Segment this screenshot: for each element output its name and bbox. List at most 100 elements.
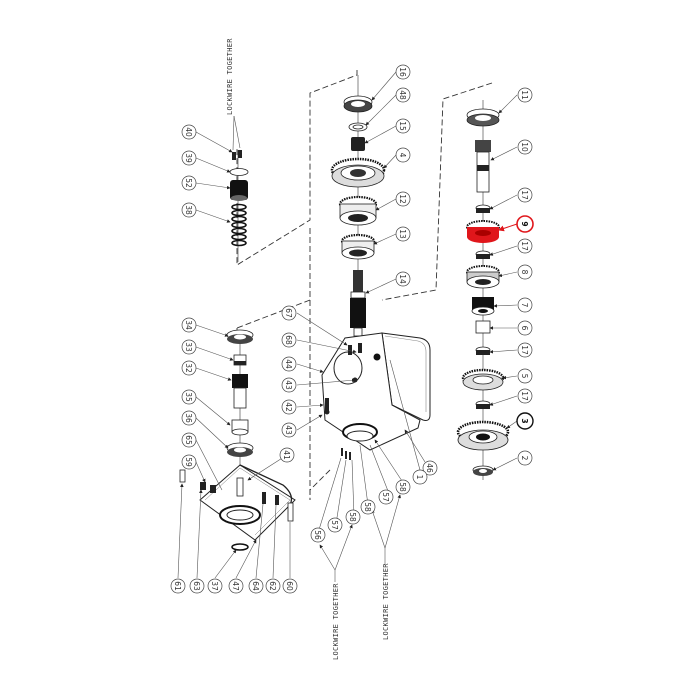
callout-42[interactable]: 42 [281, 399, 297, 415]
callout-63[interactable]: 63 [189, 578, 205, 594]
callout-5[interactable]: 5 [517, 368, 533, 384]
svg-text:39: 39 [184, 153, 193, 163]
callout-52[interactable]: 52 [181, 175, 197, 191]
svg-text:33: 33 [184, 342, 193, 352]
svg-text:7: 7 [520, 303, 529, 308]
svg-text:57: 57 [330, 520, 339, 530]
svg-text:52: 52 [184, 178, 193, 188]
callout-46[interactable]: 46 [422, 460, 438, 476]
callout-57-b[interactable]: 57 [327, 517, 343, 533]
callout-7[interactable]: 7 [517, 297, 533, 313]
callout-2[interactable]: 2 [517, 450, 533, 466]
svg-text:5: 5 [520, 374, 529, 379]
svg-text:67: 67 [284, 308, 293, 318]
callout-68[interactable]: 68 [281, 332, 297, 348]
svg-text:47: 47 [231, 581, 240, 591]
svg-text:17: 17 [520, 241, 529, 251]
gearbox-housing [321, 332, 431, 460]
right-shaft-assembly [456, 100, 510, 480]
svg-text:64: 64 [251, 581, 260, 591]
callout-48[interactable]: 48 [395, 87, 411, 103]
callout-17-d[interactable]: 17 [517, 388, 533, 404]
svg-text:48: 48 [398, 90, 407, 100]
callout-44[interactable]: 44 [281, 356, 297, 372]
top-left-cluster: LOCKWIRE TOGETHER [226, 38, 249, 262]
svg-text:37: 37 [210, 581, 219, 591]
svg-text:14: 14 [398, 274, 407, 284]
callout-38[interactable]: 38 [181, 202, 197, 218]
callout-8[interactable]: 8 [517, 264, 533, 280]
svg-text:68: 68 [284, 335, 293, 345]
callout-43-a[interactable]: 43 [281, 377, 297, 393]
callouts: 40 39 52 38 16 48 15 4 12 13 14 11 10 17… [170, 64, 534, 594]
svg-text:60: 60 [285, 581, 294, 591]
callout-32[interactable]: 32 [181, 360, 197, 376]
callout-35[interactable]: 35 [181, 389, 197, 405]
callout-36[interactable]: 36 [181, 410, 197, 426]
callout-41[interactable]: 41 [279, 447, 295, 463]
svg-text:1: 1 [415, 475, 424, 480]
svg-text:13: 13 [398, 229, 407, 239]
callout-1[interactable]: 1 [412, 469, 428, 485]
svg-text:10: 10 [520, 142, 529, 152]
callout-43-b[interactable]: 43 [281, 422, 297, 438]
callout-3-bold[interactable]: 3 [516, 412, 534, 430]
lockwire-note-top: LOCKWIRE TOGETHER [226, 38, 234, 115]
svg-text:61: 61 [173, 581, 182, 591]
callout-4[interactable]: 4 [395, 147, 411, 163]
callout-58-b[interactable]: 58 [360, 499, 376, 515]
svg-text:58: 58 [348, 512, 357, 522]
callout-61[interactable]: 61 [170, 578, 186, 594]
callout-10[interactable]: 10 [517, 139, 533, 155]
svg-text:38: 38 [184, 205, 193, 215]
svg-text:17: 17 [520, 190, 529, 200]
callout-15[interactable]: 15 [395, 118, 411, 134]
callout-33[interactable]: 33 [181, 339, 197, 355]
callout-6[interactable]: 6 [517, 320, 533, 336]
svg-text:43: 43 [284, 425, 293, 435]
callout-58-a[interactable]: 58 [395, 479, 411, 495]
callout-57-a[interactable]: 57 [378, 489, 394, 505]
svg-text:63: 63 [192, 581, 201, 591]
svg-text:42: 42 [284, 402, 293, 412]
callout-37[interactable]: 37 [207, 578, 223, 594]
svg-text:41: 41 [282, 450, 291, 460]
lockwire-note-bottom-2: LOCKWIRE TOGETHER [382, 563, 390, 640]
callout-13[interactable]: 13 [395, 226, 411, 242]
callout-17-a[interactable]: 17 [517, 187, 533, 203]
svg-text:8: 8 [520, 270, 529, 275]
callout-9-highlighted[interactable]: 9 [516, 215, 534, 233]
center-shaft-assembly [330, 75, 386, 337]
callout-11[interactable]: 11 [517, 87, 533, 103]
callout-12[interactable]: 12 [395, 191, 411, 207]
svg-text:56: 56 [313, 530, 322, 540]
svg-text:58: 58 [363, 502, 372, 512]
leader-lines [177, 71, 518, 582]
callout-67[interactable]: 67 [281, 305, 297, 321]
svg-text:16: 16 [398, 67, 407, 77]
callout-64[interactable]: 64 [248, 578, 264, 594]
svg-text:46: 46 [425, 463, 434, 473]
callout-16[interactable]: 16 [395, 64, 411, 80]
callout-17-b[interactable]: 17 [517, 238, 533, 254]
callout-47[interactable]: 47 [228, 578, 244, 594]
callout-34[interactable]: 34 [181, 317, 197, 333]
svg-text:4: 4 [398, 153, 407, 158]
svg-text:40: 40 [184, 127, 193, 137]
svg-text:57: 57 [381, 492, 390, 502]
assembly-lines [236, 70, 493, 500]
callout-59[interactable]: 59 [181, 454, 197, 470]
callout-39[interactable]: 39 [181, 150, 197, 166]
callout-40[interactable]: 40 [181, 124, 197, 140]
callout-17-c[interactable]: 17 [517, 342, 533, 358]
callout-58-c[interactable]: 58 [345, 509, 361, 525]
svg-text:59: 59 [184, 457, 193, 467]
svg-text:43: 43 [284, 380, 293, 390]
svg-text:15: 15 [398, 121, 407, 131]
callout-14[interactable]: 14 [395, 271, 411, 287]
callout-60[interactable]: 60 [282, 578, 298, 594]
callout-56[interactable]: 56 [310, 527, 326, 543]
callout-62[interactable]: 62 [265, 578, 281, 594]
callout-65[interactable]: 65 [181, 432, 197, 448]
